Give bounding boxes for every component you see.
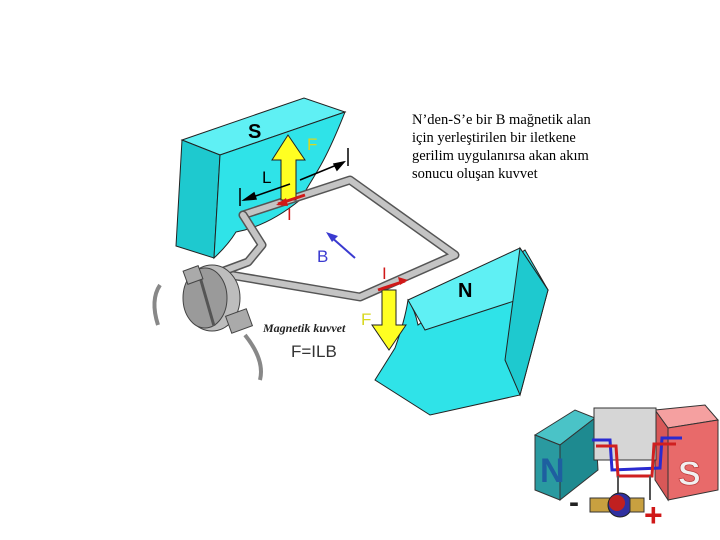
inset-south-label: S: [678, 455, 701, 493]
caption-line: N’den-S’e bir B mağnetik alan: [412, 112, 591, 128]
inset-north-label: N: [540, 452, 565, 490]
current-arrow-top: [276, 193, 306, 206]
inset-motor: [533, 404, 719, 518]
south-pole-label: S: [248, 121, 261, 143]
force-label-bottom: F: [361, 310, 371, 329]
current-label-bottom: I: [382, 264, 387, 283]
commutator: [152, 264, 263, 381]
inset-minus-label: -: [569, 486, 579, 519]
caption-line: gerilim uygulanırsa akan akım: [412, 148, 589, 164]
description-caption: N’den-S’e bir B mağnetik alan için yerle…: [412, 111, 627, 183]
magnetic-force-title: Magnetik kuvvet: [262, 321, 346, 335]
north-magnet: [374, 246, 549, 416]
current-arrow-bottom: [377, 277, 408, 292]
field-arrow: [326, 232, 356, 259]
force-arrow-bottom: [371, 289, 407, 351]
force-formula: F=ILB: [291, 342, 337, 361]
caption-line: sonucu oluşan kuvvet: [412, 166, 538, 182]
field-label: B: [317, 247, 328, 266]
inset-plus-label: +: [644, 497, 663, 533]
length-label: L: [262, 168, 271, 187]
caption-line: için yerleştirilen bir iletkene: [412, 130, 576, 146]
length-marker: [239, 148, 349, 206]
current-label-top: I: [287, 205, 292, 224]
north-pole-label: N: [458, 280, 472, 302]
force-label-top: F: [307, 135, 317, 154]
